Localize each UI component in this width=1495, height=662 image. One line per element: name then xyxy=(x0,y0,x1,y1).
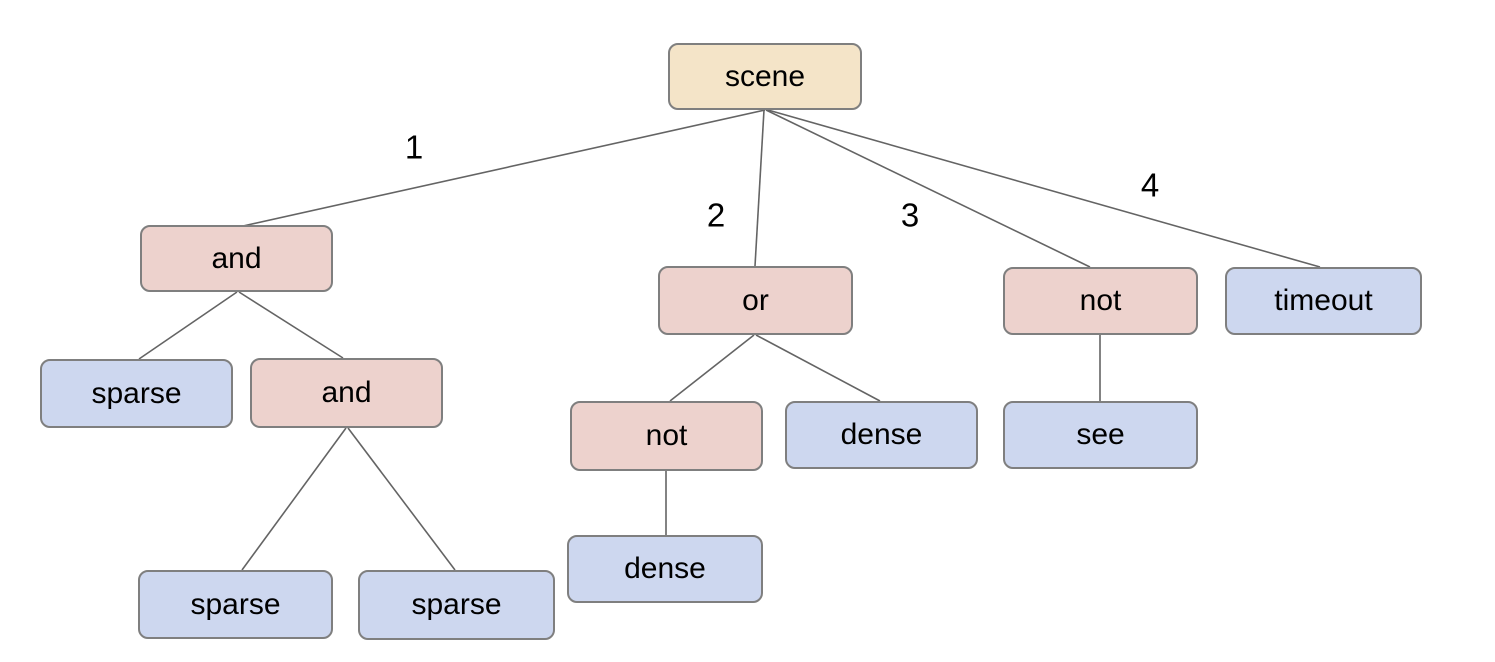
edge-and-2-to-sparse-3 xyxy=(347,427,456,571)
edge-and-1-to-sparse-1 xyxy=(138,291,238,360)
node-dense-1: dense xyxy=(785,401,978,469)
node-sparse-3: sparse xyxy=(358,570,555,640)
node-label-not-2: not xyxy=(645,419,688,452)
node-label-see-1: see xyxy=(1076,418,1125,451)
edge-label-4: 4 xyxy=(1140,166,1160,204)
node-label-sparse-1: sparse xyxy=(91,376,182,410)
edge-label-3: 3 xyxy=(900,196,920,234)
node-timeout-1: timeout xyxy=(1225,267,1422,335)
edge-or-1-to-not-2 xyxy=(669,334,755,402)
node-label-dense-1: dense xyxy=(840,418,923,451)
node-and-2: and xyxy=(250,358,443,428)
edge-or-1-to-dense-1 xyxy=(755,334,881,402)
edge-scene-to-and-1 xyxy=(242,109,766,227)
node-not-1: not xyxy=(1003,267,1198,335)
node-label-or-1: or xyxy=(742,283,769,317)
node-label-scene: scene xyxy=(724,59,806,93)
node-label-sparse-3: sparse xyxy=(411,588,502,621)
edge-and-1-to-and-2 xyxy=(238,291,344,359)
edge-label-2: 2 xyxy=(706,196,726,234)
node-label-dense-2: dense xyxy=(624,552,706,585)
edge-scene-to-or-1 xyxy=(754,109,765,267)
node-scene: scene xyxy=(668,43,862,110)
node-label-timeout-1: timeout xyxy=(1274,284,1373,317)
node-label-and-1: and xyxy=(211,241,262,275)
edge-scene-to-not-1 xyxy=(765,109,1091,268)
node-sparse-2: sparse xyxy=(138,570,333,639)
node-and-1: and xyxy=(140,225,333,292)
edge-and-2-to-sparse-2 xyxy=(241,427,347,571)
edge-label-1: 1 xyxy=(404,128,424,166)
node-label-not-1: not xyxy=(1079,284,1122,317)
node-not-2: not xyxy=(570,401,763,471)
node-label-and-2: and xyxy=(321,376,372,409)
node-dense-2: dense xyxy=(567,535,763,603)
node-see-1: see xyxy=(1003,401,1198,469)
node-label-sparse-2: sparse xyxy=(190,587,281,621)
node-sparse-1: sparse xyxy=(40,359,233,428)
node-or-1: or xyxy=(658,266,853,335)
edge-scene-to-timeout-1 xyxy=(767,109,1321,268)
